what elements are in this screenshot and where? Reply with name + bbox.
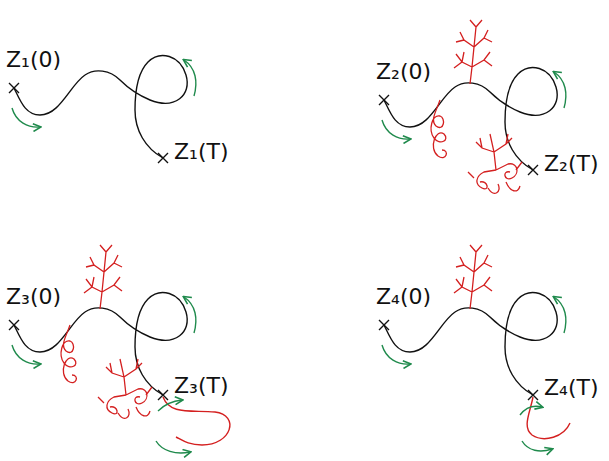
start-point-label: Z₃(0) xyxy=(6,285,61,309)
end-point-label: Z₃(T) xyxy=(174,374,229,398)
panel-four xyxy=(379,245,570,451)
end-point-label: Z₁(T) xyxy=(174,140,229,164)
panel-three xyxy=(9,245,230,453)
start-point-label: Z₁(0) xyxy=(6,48,61,72)
end-point-label: Z₄(T) xyxy=(544,376,599,400)
start-point-label: Z₂(0) xyxy=(376,60,431,84)
start-point-label: Z₄(0) xyxy=(376,285,431,309)
panel-two xyxy=(379,20,566,193)
end-point-label: Z₂(T) xyxy=(544,152,599,176)
